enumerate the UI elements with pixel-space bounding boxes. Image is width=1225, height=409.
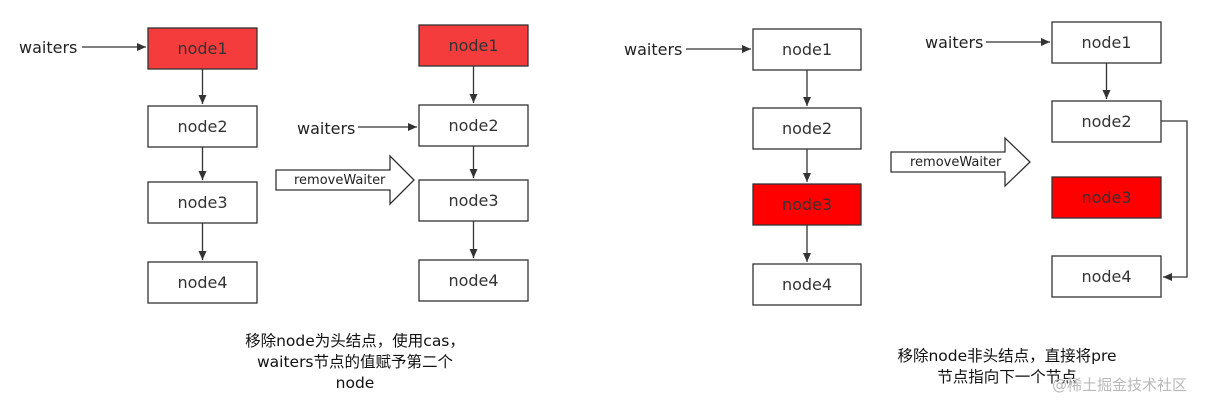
remove-waiter-arrow: removeWaiter [275, 154, 415, 206]
node-label: node2 [1081, 112, 1131, 131]
node-box [752, 263, 862, 306]
caption-line: 移除node为头结点，使用cas， [245, 332, 465, 350]
remove-waiter-label: removeWaiter [294, 173, 386, 188]
node-box [418, 104, 529, 147]
node-label: node4 [448, 271, 498, 290]
hollow-arrow-shape [890, 136, 1031, 188]
bypass-link-arrow [1161, 120, 1188, 281]
node-label: node3 [782, 195, 832, 214]
node-label: node3 [448, 191, 498, 210]
node-box-highlighted [1051, 176, 1162, 219]
caption-line: waiters节点的值赋予第二个 [256, 353, 454, 371]
node-label: node3 [1081, 188, 1131, 207]
diagram2-after: waiters node1 node2 node3 node4 [925, 21, 1188, 298]
node-box [147, 181, 258, 224]
node-label: node4 [177, 273, 227, 292]
node-box [1051, 100, 1162, 143]
diagram2-before: waiters node1 node2 node3 node4 [624, 28, 862, 306]
node-box [752, 28, 862, 71]
node-label: node1 [1081, 33, 1131, 52]
node-box [1051, 21, 1162, 64]
diagram1-after: node1 waiters node2 node3 node4 [297, 24, 529, 302]
hollow-arrow-shape [275, 154, 415, 206]
waiters-pointer-label: waiters [624, 40, 682, 59]
node-label: node2 [782, 119, 832, 138]
node-box-highlighted [752, 183, 862, 226]
waiters-pointer-label: waiters [297, 119, 355, 138]
node-box [1051, 255, 1162, 298]
node-box [752, 107, 862, 150]
diagram1-before: waiters node1 node2 node3 node4 [19, 27, 258, 304]
node-box-highlighted [418, 24, 529, 67]
remove-waiter-label: removeWaiter [910, 155, 1002, 170]
diagram2-caption: 移除node非头结点，直接将pre 节点指向下一个节点 [868, 346, 1146, 388]
node-label: node4 [1081, 267, 1131, 286]
node-box [418, 179, 529, 222]
watermark: @稀土掘金技术社区 [1052, 376, 1188, 394]
waiters-pointer-label: waiters [925, 33, 983, 52]
remove-waiter-arrow: removeWaiter [890, 136, 1031, 188]
node-label: node1 [177, 39, 227, 58]
node-label: node3 [177, 193, 227, 212]
caption-line: 节点指向下一个节点 [937, 368, 1077, 386]
node-label: node1 [782, 40, 832, 59]
waiters-pointer-label: waiters [19, 38, 77, 57]
diagram1-caption: 移除node为头结点，使用cas， waiters节点的值赋予第二个 node [224, 331, 486, 394]
node-label: node2 [177, 117, 227, 136]
node-box [418, 259, 529, 302]
node-label: node4 [782, 275, 832, 294]
node-label: node2 [448, 116, 498, 135]
node-label: node1 [448, 36, 498, 55]
caption-line: 移除node非头结点，直接将pre [897, 347, 1117, 365]
node-box [147, 261, 258, 304]
node-box-highlighted [147, 27, 258, 70]
caption-line: node [335, 374, 375, 392]
